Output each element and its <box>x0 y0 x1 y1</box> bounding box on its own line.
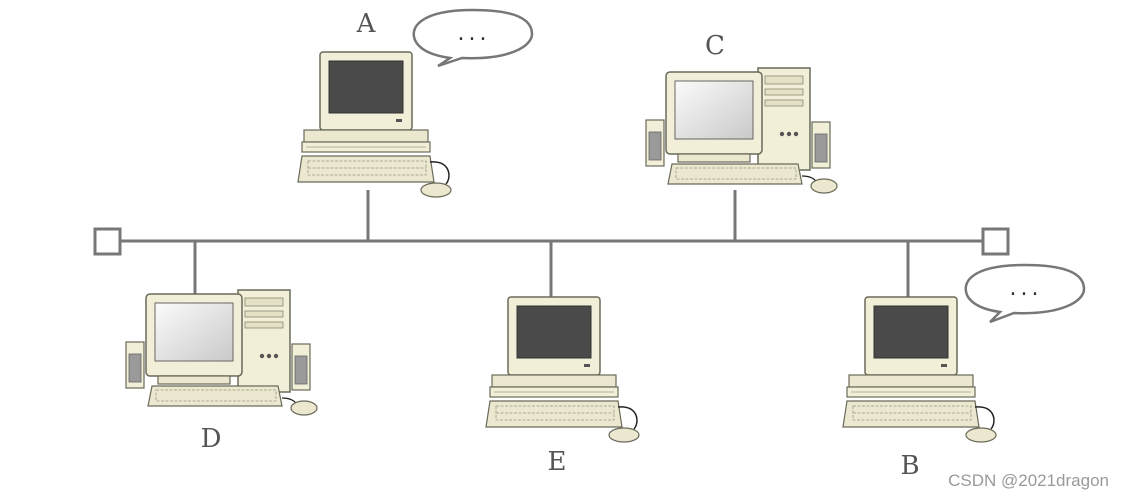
computer-b <box>842 296 997 443</box>
bubble-a-text: ... <box>458 21 491 46</box>
label-c: C <box>705 31 725 61</box>
computer-d <box>125 289 318 416</box>
computer-a <box>297 51 452 198</box>
speech-bubble-b: ... <box>964 263 1086 324</box>
terminator-left <box>93 227 122 256</box>
terminator-right <box>981 227 1010 256</box>
label-d: D <box>201 424 222 454</box>
speech-bubble-a: ... <box>412 8 534 68</box>
label-b: B <box>900 451 919 481</box>
bubble-b-text: ... <box>1010 276 1043 301</box>
watermark: CSDN @2021dragon <box>948 471 1109 490</box>
computer-c <box>645 67 838 194</box>
label-a: A <box>356 9 377 39</box>
network-bus <box>120 190 983 298</box>
computer-e <box>485 296 640 443</box>
label-e: E <box>548 447 567 477</box>
